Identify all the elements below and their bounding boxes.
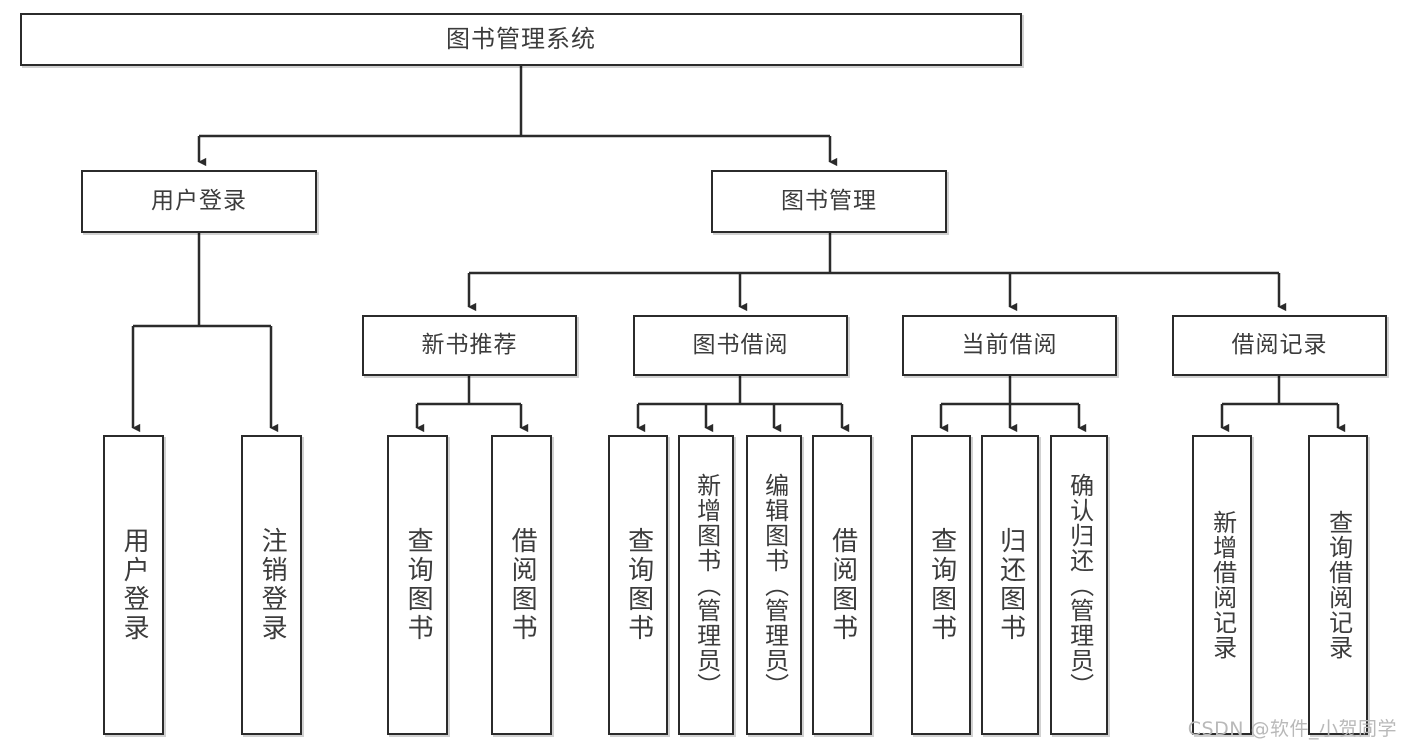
node-label: 编辑图书（管理员） bbox=[760, 472, 789, 698]
node-label: 新增借阅记录 bbox=[1208, 510, 1237, 660]
leaf-query-book-current[interactable]: 查询图书 bbox=[911, 435, 971, 735]
leaf-query-book-new[interactable]: 查询图书 bbox=[387, 435, 448, 735]
node-user-login[interactable]: 用户登录 bbox=[81, 170, 317, 233]
node-label: 查询图书 bbox=[403, 527, 434, 643]
leaf-add-borrow-record[interactable]: 新增借阅记录 bbox=[1192, 435, 1252, 735]
leaf-user-login[interactable]: 用户登录 bbox=[103, 435, 164, 735]
node-label: 当前借阅 bbox=[961, 331, 1058, 358]
leaf-add-book-admin[interactable]: 新增图书（管理员） bbox=[678, 435, 734, 735]
csdn-watermark: CSDN @软件_小贺同学 bbox=[1187, 718, 1397, 740]
node-label: 新增图书（管理员） bbox=[692, 472, 721, 698]
leaf-borrow-book[interactable]: 借阅图书 bbox=[812, 435, 872, 735]
node-label: 查询图书 bbox=[926, 527, 957, 643]
node-label: 图书管理系统 bbox=[446, 25, 596, 54]
node-book-management[interactable]: 图书管理 bbox=[711, 170, 947, 233]
leaf-confirm-return-admin[interactable]: 确认归还（管理员） bbox=[1050, 435, 1108, 735]
node-label: 新书推荐 bbox=[421, 331, 518, 358]
node-label: 借阅图书 bbox=[507, 527, 538, 643]
node-label: 确认归还（管理员） bbox=[1065, 472, 1094, 698]
leaf-query-book-borrow[interactable]: 查询图书 bbox=[608, 435, 668, 735]
leaf-logout-login[interactable]: 注销登录 bbox=[241, 435, 302, 735]
node-label: 借阅图书 bbox=[827, 527, 858, 643]
node-borrowing-record[interactable]: 借阅记录 bbox=[1172, 315, 1387, 376]
node-label: 用户登录 bbox=[119, 527, 150, 643]
node-label: 借阅记录 bbox=[1231, 331, 1328, 358]
leaf-edit-book-admin[interactable]: 编辑图书（管理员） bbox=[746, 435, 802, 735]
node-label: 图书管理 bbox=[781, 187, 877, 214]
node-label: 用户登录 bbox=[151, 187, 247, 214]
leaf-query-borrow-record[interactable]: 查询借阅记录 bbox=[1308, 435, 1368, 735]
node-new-book-recommendation[interactable]: 新书推荐 bbox=[362, 315, 577, 376]
node-current-borrowing[interactable]: 当前借阅 bbox=[902, 315, 1117, 376]
leaf-borrow-book-new[interactable]: 借阅图书 bbox=[491, 435, 552, 735]
node-book-management-system[interactable]: 图书管理系统 bbox=[20, 13, 1022, 66]
node-label: 注销登录 bbox=[257, 527, 288, 643]
node-label: 查询借阅记录 bbox=[1324, 510, 1353, 660]
node-book-borrowing[interactable]: 图书借阅 bbox=[633, 315, 848, 376]
node-label: 归还图书 bbox=[995, 527, 1026, 643]
leaf-return-book[interactable]: 归还图书 bbox=[981, 435, 1039, 735]
node-label: 图书借阅 bbox=[692, 331, 789, 358]
node-label: 查询图书 bbox=[623, 527, 654, 643]
